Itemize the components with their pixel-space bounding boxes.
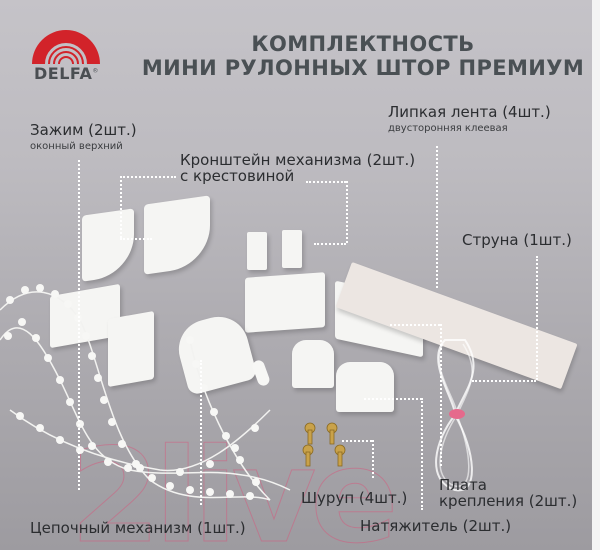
label-screw: Шуруп (4шт.) [301, 489, 408, 507]
leader-screw-h [342, 440, 372, 442]
leader-plate-h [390, 324, 440, 326]
leader-plate-v [440, 324, 442, 466]
right-border [592, 0, 600, 550]
label-bracket-2: с крестовиной [180, 167, 295, 185]
leader-tape [436, 146, 438, 288]
label-tensioner: Натяжитель (2шт.) [360, 517, 512, 535]
label-tape-sub: двусторонняя клеевая [388, 123, 508, 134]
leader-bracket2-v [346, 181, 348, 243]
label-bracket-1: Кронштейн механизма (2шт.) [180, 151, 416, 169]
title-line-1: КОМПЛЕКТНОСТЬ [251, 32, 475, 56]
label-clamp-sub: оконный верхний [30, 141, 123, 152]
title-line-2: МИНИ РУЛОННЫХ ШТОР ПРЕМИУМ [141, 56, 585, 80]
label-plate-2: крепления (2шт.) [439, 492, 578, 510]
label-string: Струна (1шт.) [462, 231, 572, 249]
page-title: КОМПЛЕКТНОСТЬ МИНИ РУЛОННЫХ ШТОР ПРЕМИУМ [128, 32, 592, 80]
label-chain: Цепочный механизм (1шт.) [30, 519, 246, 537]
leader-screw-v [372, 440, 374, 478]
leader-string [536, 256, 538, 380]
bracket-cross-1 [247, 232, 267, 270]
leader-string-h [472, 380, 536, 382]
leader-bracket-h [120, 176, 176, 178]
screws-icon [302, 422, 346, 467]
label-plate-1: Плата [439, 476, 487, 494]
brand-name: DELFA® [34, 64, 99, 83]
label-clamp: Зажим (2шт.) [30, 121, 137, 139]
tensioner-2 [336, 362, 394, 412]
leader-tensioner-h [364, 398, 422, 400]
leader-bracket2-h [306, 181, 346, 183]
leader-bracket-h2 [120, 238, 152, 240]
bracket-cross-2 [282, 230, 302, 268]
tensioner-1 [292, 340, 334, 388]
delfa-logo-icon [32, 30, 100, 65]
leader-bracket-v [120, 176, 122, 238]
leader-tensioner-v [421, 398, 423, 510]
leader-bracket2-h2 [314, 243, 346, 245]
label-tape: Липкая лента (4шт.) [388, 103, 551, 121]
bead-chain-icon [0, 284, 291, 501]
leader-clamp [78, 160, 80, 490]
string-coil-icon [435, 339, 475, 492]
leader-chain [200, 360, 202, 505]
